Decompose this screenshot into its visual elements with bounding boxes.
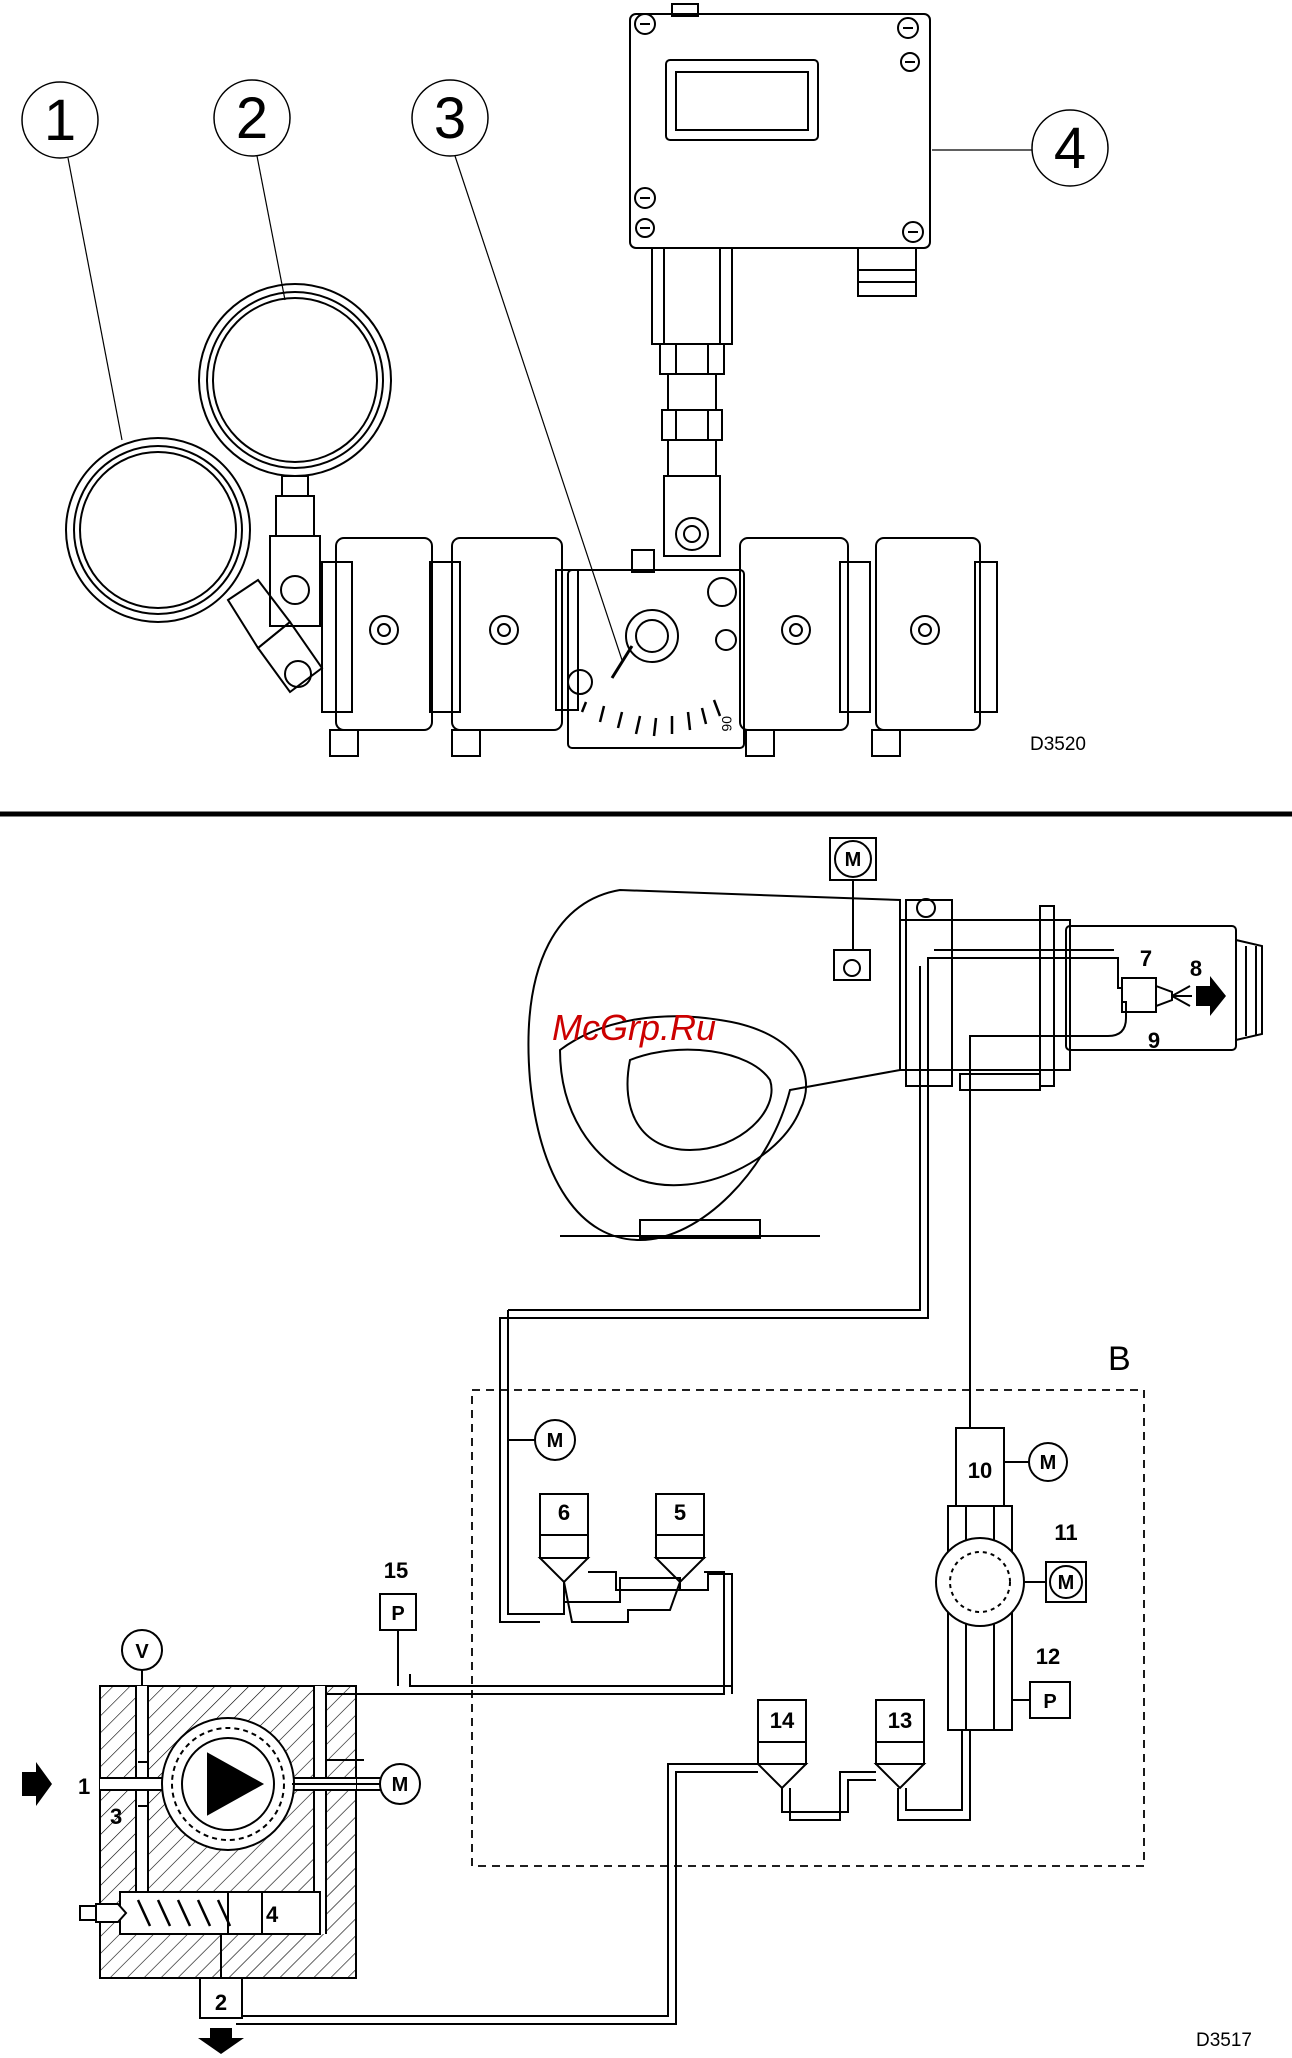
- callout-4-label: 4: [1054, 116, 1086, 181]
- pressure-regulator: 06: [568, 550, 744, 748]
- valve-13-label: 13: [888, 1708, 912, 1733]
- pressure-switch-15: P 15: [380, 1558, 416, 1686]
- valve-5-label: 5: [674, 1500, 686, 1525]
- figure-code-bottom: D3517: [1196, 2030, 1252, 2051]
- callout-4: 4: [1032, 110, 1108, 186]
- motor-symbol-11: M: [1058, 1572, 1075, 1594]
- pressure-gauge-2: [199, 284, 391, 626]
- nozzle-spray: [1172, 986, 1192, 1006]
- pump-label-2: 2: [215, 1990, 227, 2015]
- pressure-switch-12: P 12: [1012, 1644, 1070, 1718]
- solenoid-valve-14: 14: [758, 1700, 806, 1788]
- return-flow-meter-10: 10 M: [956, 1428, 1067, 1506]
- motor-symbol-top: M: [845, 849, 862, 871]
- valve-motor-6: M: [508, 1420, 575, 1460]
- regulator-dial-mark: 06: [719, 716, 735, 732]
- vacuum-gauge: V: [122, 1630, 162, 1686]
- pressure-symbol-12: P: [1043, 1691, 1056, 1713]
- motor-symbol-6: M: [547, 1430, 564, 1452]
- bottom-figure: M B M 6: [22, 838, 1262, 2054]
- pump-label-3: 3: [110, 1804, 122, 1829]
- callout-3: 3: [412, 80, 488, 156]
- solenoid-valve-13: 13: [876, 1700, 924, 1788]
- pump-block: [80, 1686, 380, 2018]
- flow-arrow-in: [22, 1762, 52, 1806]
- pump-label-4: 4: [266, 1902, 279, 1927]
- pressure-regulator-11: M 11: [936, 1506, 1086, 1730]
- callout-2: 2: [214, 80, 290, 156]
- solenoid-valve-5: 5: [656, 1494, 704, 1582]
- figure-code-top: D3520: [1030, 734, 1086, 755]
- pressure-symbol-15: P: [391, 1603, 404, 1625]
- label-8: 8: [1190, 956, 1202, 981]
- callout-1-label: 1: [44, 88, 76, 153]
- callout-3-label: 3: [434, 86, 466, 151]
- label-12: 12: [1036, 1644, 1060, 1669]
- nozzle-tip: [1156, 986, 1172, 1006]
- valve-6-label: 6: [558, 1500, 570, 1525]
- label-11: 11: [1054, 1520, 1077, 1545]
- label-9: 9: [1148, 1028, 1160, 1053]
- callout-2-label: 2: [236, 86, 268, 151]
- regulator-dial-scale: [582, 700, 720, 736]
- air-damper-motor: M: [830, 838, 876, 980]
- vacuum-symbol: V: [135, 1641, 149, 1663]
- label-15: 15: [384, 1558, 408, 1583]
- flow-arrow-out: [1196, 976, 1226, 1016]
- label-10: 10: [968, 1458, 992, 1483]
- switch-fitting: [652, 248, 732, 556]
- burner-housing: [528, 890, 1262, 1240]
- label-7: 7: [1140, 946, 1152, 971]
- top-figure: 1 2 3 4: [22, 4, 1108, 756]
- nozzle-body: [1122, 978, 1156, 1012]
- callout-1: 1: [22, 82, 98, 158]
- motor-symbol-pump: M: [392, 1774, 409, 1796]
- valve-14-label: 14: [770, 1708, 795, 1733]
- section-b-label: B: [1108, 1340, 1131, 1378]
- pump-label-1: 1: [78, 1774, 90, 1799]
- solenoid-valve-6: 6: [540, 1494, 588, 1582]
- pressure-switch-box: [630, 4, 930, 296]
- watermark: McGrp.Ru: [552, 1007, 716, 1048]
- motor-symbol-10: M: [1040, 1452, 1057, 1474]
- flow-arrow-drain: [198, 2028, 244, 2054]
